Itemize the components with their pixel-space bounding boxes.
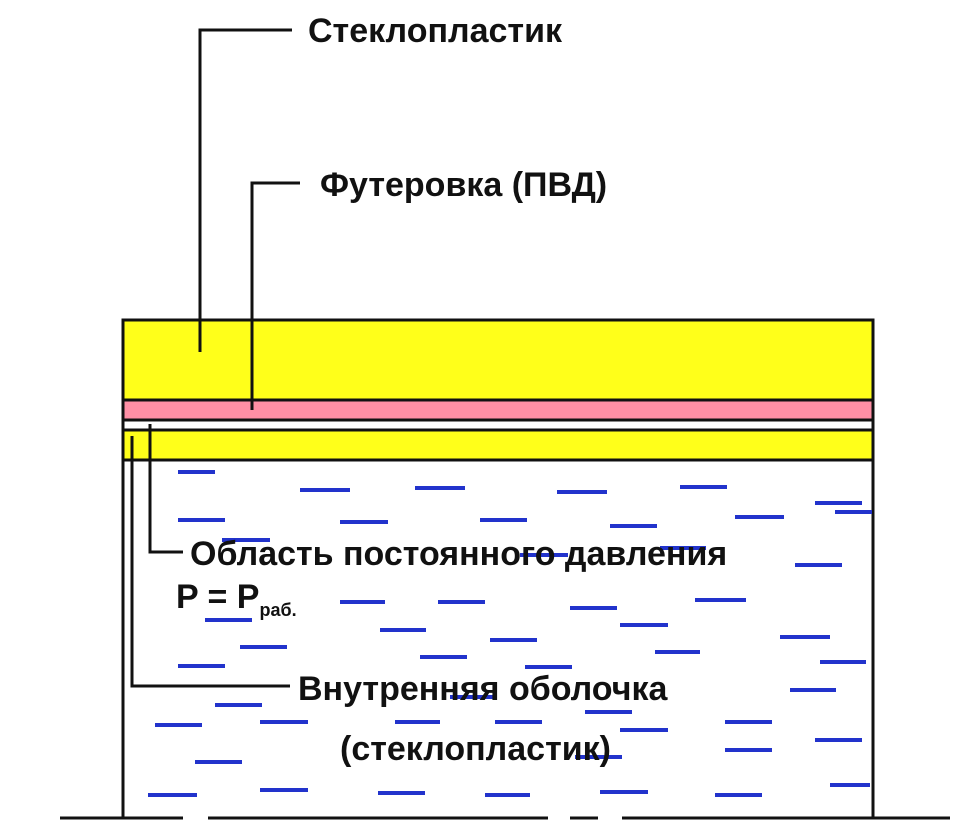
leader-liner [250,181,300,410]
leader-outer-shell [198,28,292,352]
pressure-formula-main: P = P [176,578,260,616]
leader-inner-shell [130,436,290,688]
label-inner-shell-line2: (стеклопластик) [340,730,611,768]
label-pressure-zone: Область постоянного давления [190,535,727,573]
label-liner: Футеровка (ПВД) [320,166,607,204]
label-pressure-formula: P = Pраб. [176,578,297,620]
liner-layer [121,398,875,422]
label-inner-shell-line1: Внутренняя оболочка [298,670,668,708]
label-outer-shell: Стеклопластик [308,12,563,50]
liquid-dashes [148,470,872,797]
pressure-formula-subscript: раб. [260,600,297,620]
inner-fiberglass-layer [121,428,875,462]
leader-pressure-zone [148,424,183,554]
outer-fiberglass-layer [121,318,875,402]
